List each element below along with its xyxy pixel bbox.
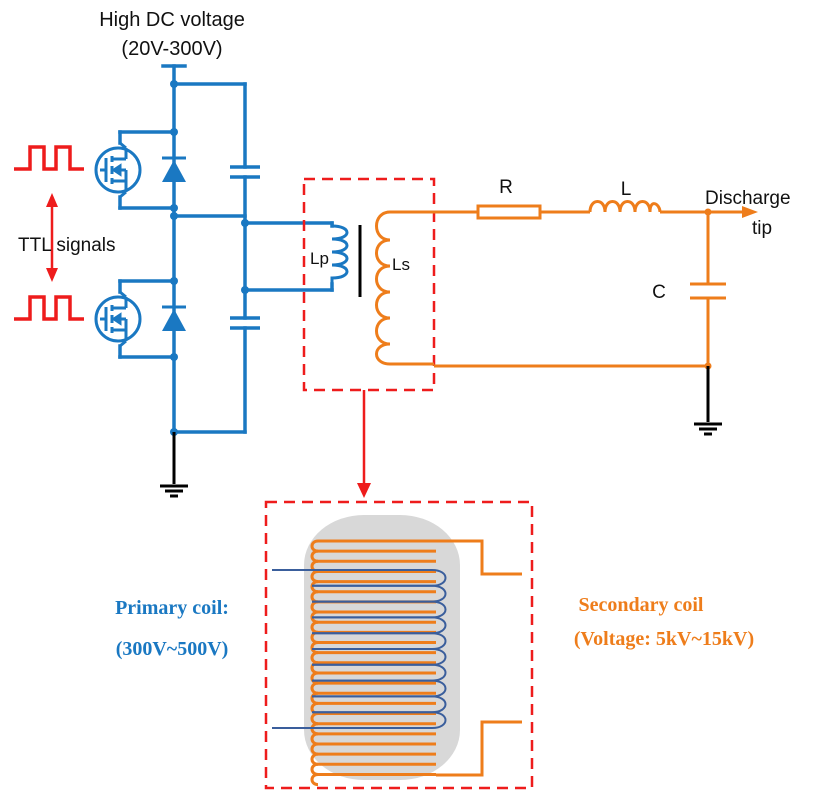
discharge-arrow-icon [708,206,758,218]
output-circuit [434,200,710,368]
secondary-coil-voltage-label: (Voltage: 5kV~15kV) [574,628,754,650]
ground-icon [694,366,722,436]
diode-icon [162,305,186,331]
primary-coil-lp [330,224,349,284]
capacitor-icon [230,165,260,179]
half-bridge-circuit [118,64,334,434]
primary-coil-leads [272,569,312,729]
secondary-coil-windings [310,539,436,787]
diode-icon [162,156,186,182]
ground-icon [160,432,188,498]
coil-detail-box [264,500,534,790]
secondary-winding-turn [310,772,436,787]
supply-voltage-label: High DC voltage [99,9,245,31]
square-wave-icon [14,145,84,171]
lp-label: Lp [310,249,329,268]
secondary-coil-ls [375,210,434,366]
capacitor-icon [230,316,260,330]
l-label: L [621,179,632,200]
discharge-tip-label: tip [752,218,772,239]
primary-coil-voltage-label: (300V~500V) [116,638,229,660]
capacitor-icon [690,282,726,300]
ttl-arrow-icon [46,193,58,282]
square-wave-icon [14,295,84,321]
mosfet-icon [94,141,142,199]
secondary-coil-label: Secondary coil [579,594,704,616]
discharge-label: Discharge [705,188,791,209]
junction-dots [170,80,249,436]
primary-winding-turn [312,711,447,729]
primary-coil-label: Primary coil: [115,597,229,619]
zoom-arrow-icon [357,390,371,498]
transformer-highlight-box [302,177,436,392]
supply-voltage-range-label: (20V-300V) [121,38,222,60]
ttl-signals-label: TTL signals [18,235,116,256]
junction-dot [704,208,712,216]
coil-core [304,515,460,780]
mosfet-icon [94,290,142,348]
r-label: R [499,177,513,198]
primary-coil-windings [312,569,447,729]
ls-label: Ls [392,255,410,274]
c-label: C [652,282,666,303]
secondary-coil-leads [436,539,522,777]
